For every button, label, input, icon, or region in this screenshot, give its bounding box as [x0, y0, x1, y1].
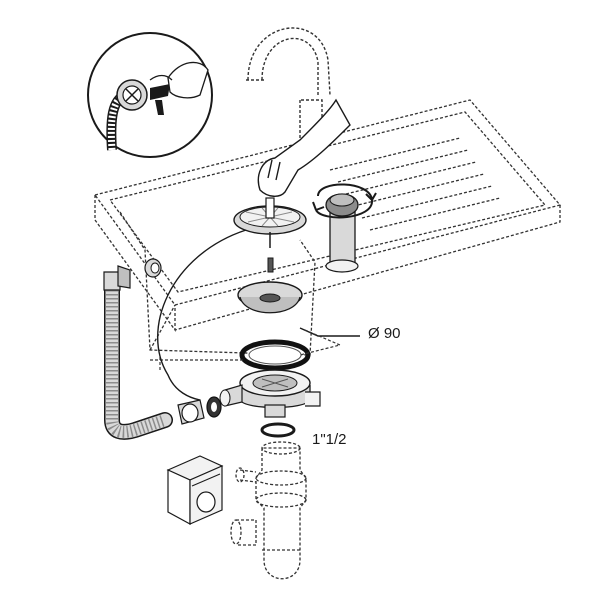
gasket-ring	[239, 339, 311, 371]
diameter-leader-line	[299, 327, 360, 337]
pipe-size-label: 1"1/2	[312, 431, 347, 448]
washer	[206, 396, 222, 418]
basket-strainer	[233, 197, 307, 248]
drain-diameter-label: Ø 90	[368, 325, 401, 342]
connection-curve	[157, 229, 247, 401]
washing-machine-icon	[166, 455, 224, 526]
hand-illustration	[257, 98, 351, 197]
drain-body	[219, 369, 321, 418]
drain-bowl	[237, 281, 303, 314]
overflow-knob	[325, 193, 359, 273]
siphon-trap-outline	[230, 441, 307, 580]
drain-pin	[267, 257, 274, 273]
pipe-ring	[260, 422, 296, 438]
rotate-arrow-icon	[312, 183, 377, 219]
hose-nut	[177, 399, 205, 425]
sink-outline	[93, 99, 562, 356]
overflow-hose	[103, 258, 173, 440]
detail-inset	[87, 32, 213, 158]
